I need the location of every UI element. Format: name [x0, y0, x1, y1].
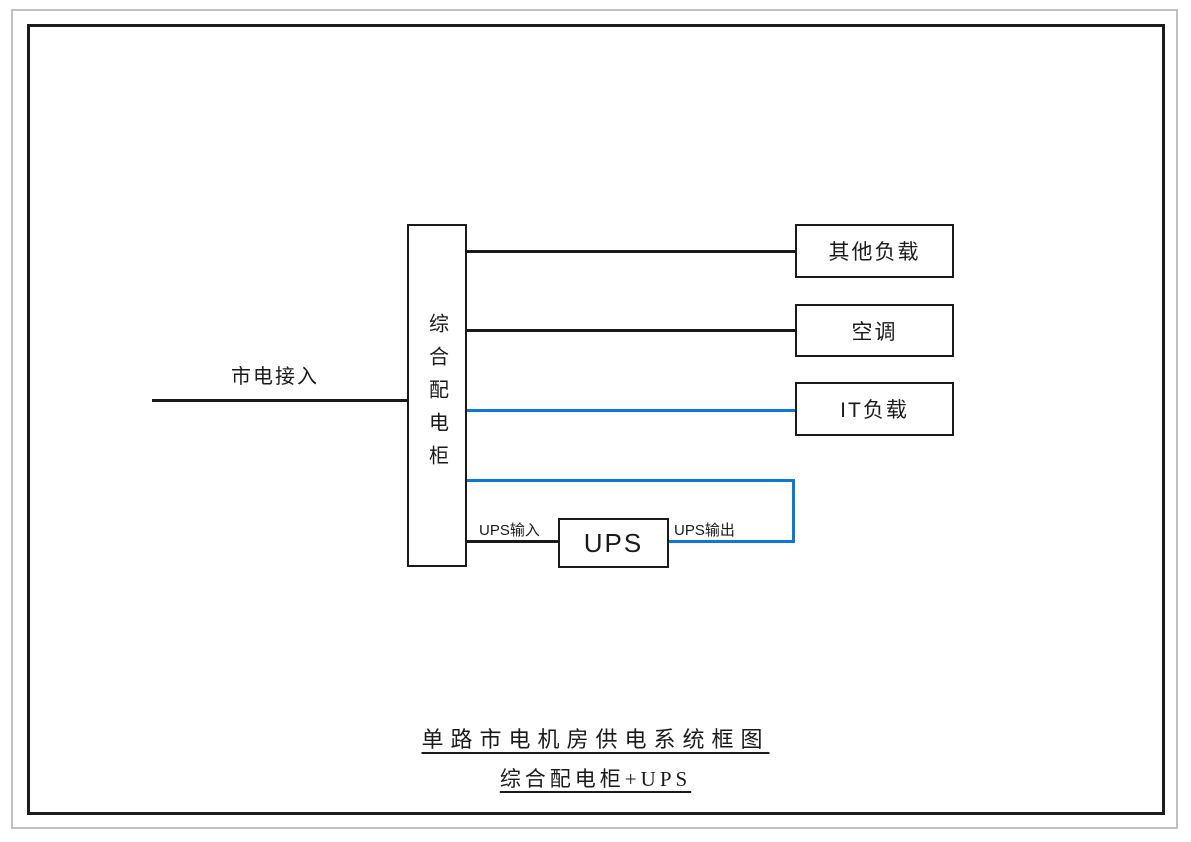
load-box-it-label: IT负载 — [840, 399, 909, 422]
ups-box-label: UPS — [583, 527, 644, 558]
outer-page-border — [11, 9, 1178, 829]
ups-return-line-horizontal — [467, 479, 795, 482]
ups-input-line — [467, 540, 558, 543]
mains-input-label: 市电接入 — [231, 366, 319, 388]
diagram-title: 单路市电机房供电系统框图 — [421, 727, 770, 752]
ups-output-line — [669, 540, 795, 543]
load-box-air-conditioning-label: 空调 — [851, 320, 898, 344]
ups-box: UPS — [558, 518, 669, 568]
feeder-line-it-load — [467, 409, 795, 412]
mains-input-line — [152, 399, 407, 402]
distribution-cabinet-label: 综合配电柜 — [425, 313, 448, 478]
load-box-other: 其他负载 — [795, 224, 954, 278]
load-box-air-conditioning: 空调 — [795, 304, 954, 357]
inner-page-border — [27, 24, 1165, 815]
distribution-cabinet-box: 综合配电柜 — [407, 224, 467, 567]
load-box-other-label: 其他负载 — [828, 241, 921, 264]
load-box-it: IT负载 — [795, 382, 954, 436]
ups-return-line-vertical — [792, 479, 795, 543]
feeder-line-air-conditioning — [467, 329, 795, 332]
diagram-subtitle: 综合配电柜+UPS — [499, 767, 692, 791]
feeder-line-other-load — [467, 250, 795, 253]
ups-input-label: UPS输入 — [479, 522, 540, 539]
ups-output-label: UPS输出 — [674, 522, 735, 539]
